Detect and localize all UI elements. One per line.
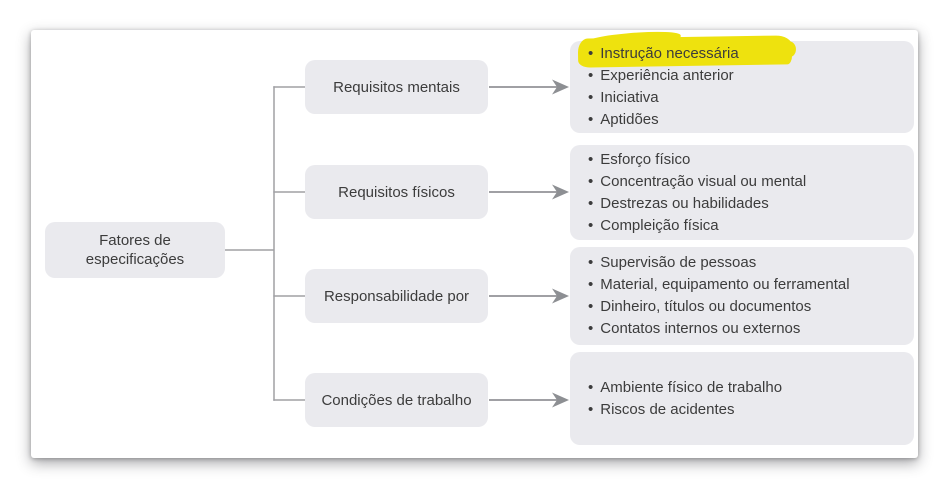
list-item: Ambiente físico de trabalho xyxy=(588,377,904,399)
list-item-text: Ambiente físico de trabalho xyxy=(588,379,782,396)
node-label: Responsabilidade por xyxy=(323,287,470,305)
list-item: Instrução necessária xyxy=(577,35,904,68)
list-item-text: Compleição física xyxy=(588,217,719,234)
list-item-text: Concentração visual ou mental xyxy=(588,173,806,190)
list-item: Esforço físico xyxy=(588,149,904,171)
list-item: Aptidões xyxy=(588,109,904,131)
list-item-text: Supervisão de pessoas xyxy=(588,254,756,271)
list-item-text: Esforço físico xyxy=(588,151,690,168)
node-label: Requisitos mentais xyxy=(333,78,460,96)
list-condicoes-de-trabalho: Ambiente físico de trabalho Riscos de ac… xyxy=(570,352,914,445)
node-label: Condições de trabalho xyxy=(321,391,472,409)
list-item: Riscos de acidentes xyxy=(588,399,904,421)
node-condicoes-de-trabalho: Condições de trabalho xyxy=(305,373,488,427)
list-item-text: Dinheiro, títulos ou documentos xyxy=(588,298,811,315)
list-item: Dinheiro, títulos ou documentos xyxy=(588,296,904,318)
list-item-text: Experiência anterior xyxy=(588,67,734,84)
list-item: Experiência anterior xyxy=(588,65,904,87)
list-item: Compleição física xyxy=(588,215,904,237)
list-item-text: Contatos internos ou externos xyxy=(588,320,800,337)
list-item: Supervisão de pessoas xyxy=(588,252,904,274)
node-label: Requisitos físicos xyxy=(338,183,455,201)
node-fatores-de-especificacoes: Fatores de especificações xyxy=(45,222,225,278)
list-item-text: Iniciativa xyxy=(588,89,659,106)
list-item-text: Aptidões xyxy=(588,111,659,128)
list-item: Contatos internos ou externos xyxy=(588,318,904,340)
node-requisitos-fisicos: Requisitos físicos xyxy=(305,165,488,219)
list-item: Concentração visual ou mental xyxy=(588,171,904,193)
list-requisitos-mentais: Instrução necessária Experiência anterio… xyxy=(570,35,914,133)
list-item-text: Material, equipamento ou ferramental xyxy=(588,276,850,293)
list-item: Material, equipamento ou ferramental xyxy=(588,274,904,296)
list-responsabilidade-por: Supervisão de pessoas Material, equipame… xyxy=(570,247,914,345)
node-responsabilidade-por: Responsabilidade por xyxy=(305,269,488,323)
list-item-text: Destrezas ou habilidades xyxy=(588,195,769,212)
list-item: Iniciativa xyxy=(588,87,904,109)
node-label: Fatores de especificações xyxy=(85,232,185,268)
list-requisitos-fisicos: Esforço físico Concentração visual ou me… xyxy=(570,145,914,240)
list-item-text: Instrução necessária xyxy=(588,45,739,62)
node-requisitos-mentais: Requisitos mentais xyxy=(305,60,488,114)
list-item: Destrezas ou habilidades xyxy=(588,193,904,215)
list-item-text: Riscos de acidentes xyxy=(588,401,735,418)
